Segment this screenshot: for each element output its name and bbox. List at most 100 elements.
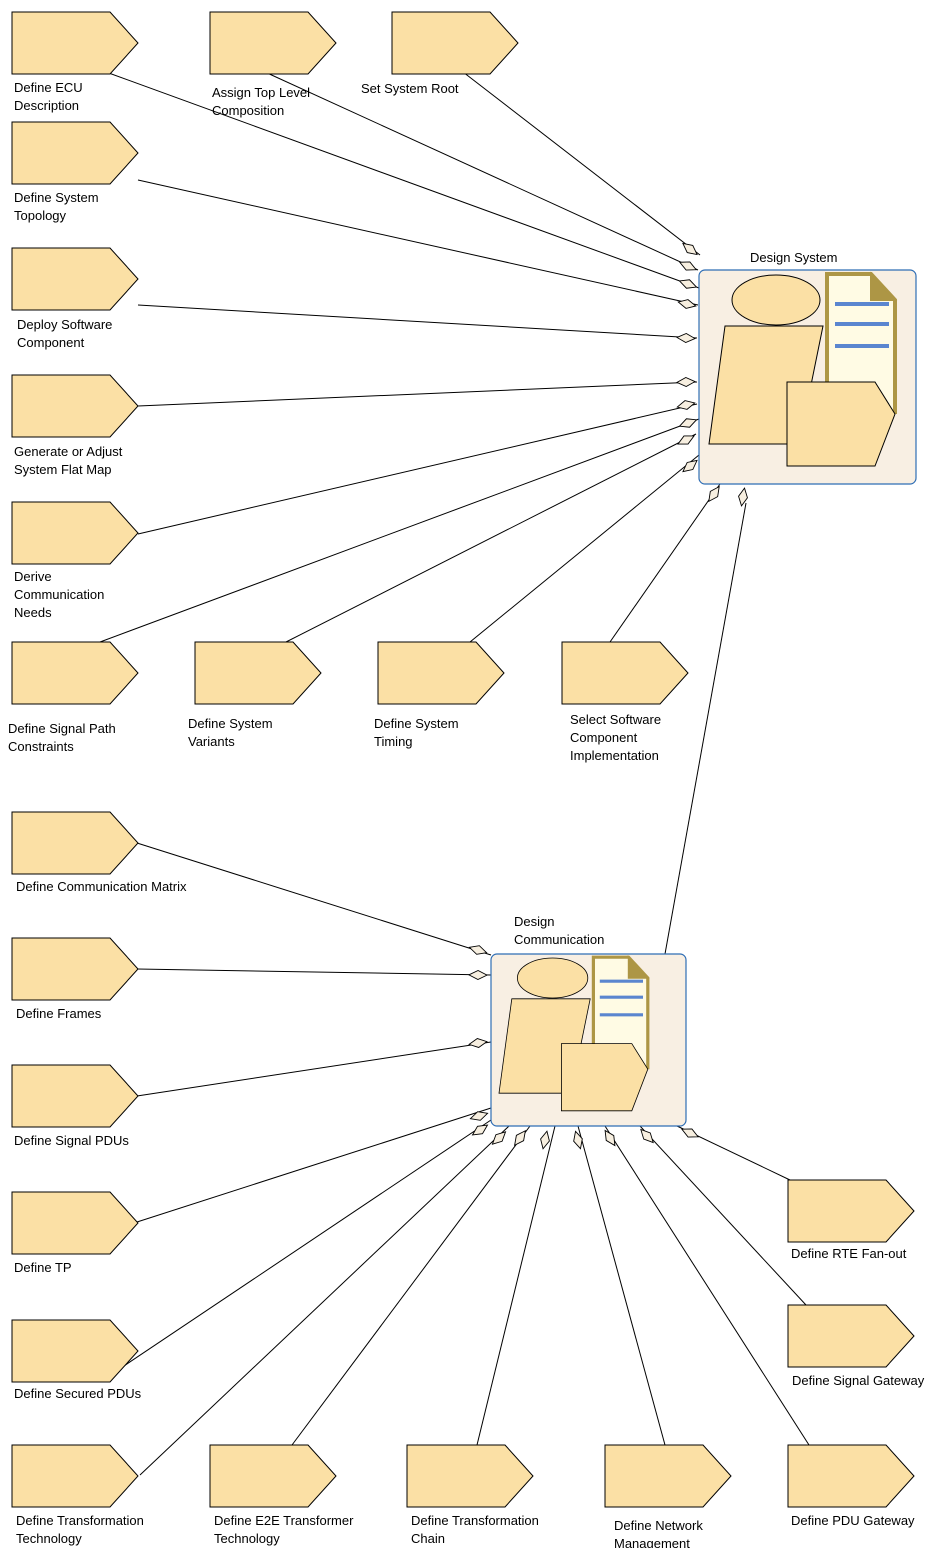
task-define-pdu-gateway[interactable]: Define PDU Gateway (787, 1444, 915, 1528)
task-shape (11, 641, 139, 705)
role-head-icon (517, 957, 589, 999)
task-shape (787, 1304, 915, 1368)
task-label-define-rte-fan-out: Define RTE Fan-out (791, 1246, 907, 1261)
connector-define-system-timing (469, 454, 700, 643)
task-shape (194, 641, 322, 705)
task-shape (11, 1191, 139, 1255)
task-shape (11, 501, 139, 565)
task-label-define-frames: Define Frames (16, 1006, 102, 1021)
task-define-tp[interactable]: Define TP (11, 1191, 139, 1275)
task-define-communication-matrix[interactable]: Define Communication Matrix (11, 811, 187, 894)
aggregation-diamond-derive-communication-needs (676, 400, 696, 410)
connectors (99, 71, 810, 1476)
task-define-secured-pdus[interactable]: Define Secured PDUs (11, 1319, 142, 1401)
aggregation-diamond-generate-or-adjust-system-flat-map (676, 377, 696, 387)
aggregation-diamond-define-frames (467, 969, 489, 981)
task-define-rte-fan-out[interactable]: Define RTE Fan-out (787, 1179, 915, 1261)
connector-define-tp (136, 1107, 492, 1223)
connector-define-transformation-technology (139, 1125, 510, 1476)
aggregation-diamond-define-pdu-gateway (604, 1129, 616, 1147)
task-shape (391, 11, 519, 75)
connector-define-signal-pdus (136, 1041, 492, 1097)
task-shape (11, 1444, 139, 1508)
aggregation-diamond-define-secured-pdus (471, 1124, 489, 1136)
aggregation-diamond-define-signal-pdus (468, 1038, 488, 1048)
task-shape (11, 121, 139, 185)
connector-define-network-management (577, 1125, 666, 1446)
connector-define-signal-path-constraints (99, 418, 700, 643)
task-shape (787, 1179, 915, 1243)
aggregation-diamond-select-software-component-implementation (708, 485, 720, 503)
task-label-define-pdu-gateway: Define PDU Gateway (791, 1513, 915, 1528)
task-shape (11, 11, 139, 75)
aggregation-diamond-define-communication-matrix (468, 945, 488, 955)
task-shape (787, 1444, 915, 1508)
task-icon (786, 381, 896, 467)
task-label-define-communication-matrix: Define Communication Matrix (16, 879, 187, 894)
connector-define-transformation-chain (476, 1125, 556, 1446)
task-label-define-secured-pdus: Define Secured PDUs (14, 1386, 142, 1401)
connector-define-signal-gateway (639, 1125, 807, 1306)
aggregation-diamond-assign-top-level-composition (678, 261, 698, 271)
task-shape (209, 1444, 337, 1508)
connector-define-ecu-description (105, 71, 700, 289)
aggregation-diamond-define-ecu-description (678, 279, 698, 289)
task-label-define-signal-pdus: Define Signal PDUs (14, 1133, 129, 1148)
aggregation-diamond-define-signal-path-constraints (678, 418, 698, 428)
process-icon (708, 271, 898, 467)
connector-assign-top-level-composition (264, 71, 699, 271)
connector-define-e2e-transformer-technology (291, 1125, 531, 1446)
connector-derive-communication-needs (137, 403, 698, 535)
aggregation-diamond-design-communication (738, 487, 748, 507)
task-define-frames[interactable]: Define Frames (11, 937, 139, 1021)
aggregation-diamond-define-rte-fan-out (680, 1128, 700, 1138)
task-label-define-signal-gateway: Define Signal Gateway (792, 1373, 925, 1388)
task-define-signal-pdus[interactable]: Define Signal PDUs (11, 1064, 139, 1148)
aggregation-diamond-define-transformation-chain (540, 1130, 550, 1150)
process-design-system[interactable]: Design System (698, 250, 917, 485)
task-shape (406, 1444, 534, 1508)
aggregation-diamond-define-system-timing (682, 459, 698, 473)
task-shape (11, 374, 139, 438)
task-shape (11, 1064, 139, 1128)
aggregation-diamond-define-tp (469, 1111, 489, 1121)
aggregation-diamond-define-transformation-technology (491, 1131, 507, 1145)
aggregation-diamond-deploy-software-component (676, 333, 696, 343)
aggregation-diamond-set-system-root (682, 242, 698, 256)
task-shape (11, 937, 139, 1001)
connector-define-communication-matrix (136, 842, 492, 956)
task-shape (11, 247, 139, 311)
task-label-define-tp: Define TP (14, 1260, 72, 1275)
task-set-system-root[interactable]: Set System Root (361, 11, 519, 96)
connector-generate-or-adjust-system-flat-map (137, 381, 698, 407)
process-icon (498, 955, 650, 1112)
task-define-signal-gateway[interactable]: Define Signal Gateway (787, 1304, 925, 1388)
